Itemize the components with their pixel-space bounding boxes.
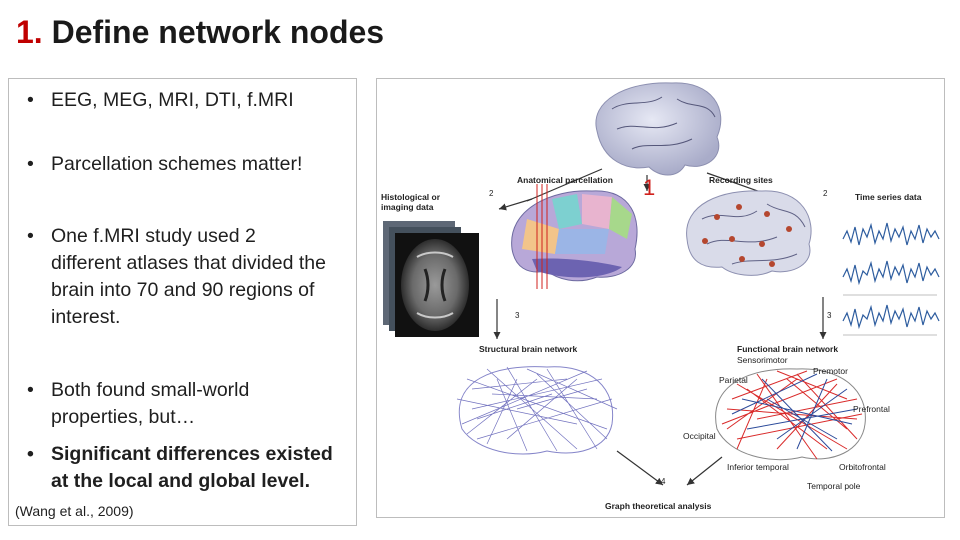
bullet-text: One f.MRI study used 2 different atlases… [51,225,326,328]
slide-title: 1. Define network nodes [16,10,384,54]
bullet-item: • Parcellation schemes matter! [27,151,355,178]
bullet-item: • One f.MRI study used 2 different atlas… [27,223,327,331]
bullet-marker: • [27,225,34,247]
functional-network [715,368,866,461]
region-sensorimotor: Sensorimotor [737,355,788,365]
bullet-text: Both found small-world properties, but… [51,379,250,428]
title-text: Define network nodes [42,14,385,50]
structural-network [456,366,618,455]
region-orbitofrontal: Orbitofrontal [839,462,886,472]
bullet-text: Parcellation schemes matter! [51,153,303,175]
bullet-marker: • [27,89,34,111]
anatomical-parcellation-brain [511,184,638,289]
arrow [526,168,603,202]
brain-network-figure: Histological or imaging data Anatomical … [376,78,945,518]
bullet-marker: • [27,153,34,175]
bullet-item: • Significant differences existed at the… [27,441,355,495]
step-number: 2 [489,189,494,198]
region-inferior-temporal: Inferior temporal [727,462,789,472]
recording-sites-brain [686,190,812,276]
region-prefrontal: Prefrontal [853,404,890,414]
bullet-text-box: • EEG, MEG, MRI, DTI, f.MRI • Parcellati… [8,78,357,526]
time-series-traces [842,219,940,336]
step-number: 2 [823,189,828,198]
label-structural: Structural brain network [479,344,578,354]
title-number: 1. [16,14,43,50]
red-step-marker: 1 [643,175,656,200]
step-number: 3 [515,311,520,320]
top-brain-image [595,82,722,176]
citation: (Wang et al., 2009) [15,503,134,519]
region-temporal-pole: Temporal pole [807,481,861,491]
bullet-text: Significant differences existed at the l… [51,443,333,492]
arrow [498,198,533,211]
bullet-text: EEG, MEG, MRI, DTI, f.MRI [51,89,294,111]
step-number: 3 [827,311,832,320]
label-recording: Recording sites [709,175,773,185]
label-functional: Functional brain network [737,344,839,354]
region-occipital: Occipital [683,431,716,441]
region-parietal: Parietal [719,375,748,385]
bullet-list: • EEG, MEG, MRI, DTI, f.MRI • Parcellati… [9,79,356,525]
mri-slice-stack [383,221,479,337]
region-premotor: Premotor [813,366,848,376]
bullet-item: • EEG, MEG, MRI, DTI, f.MRI [27,87,355,114]
bullet-marker: • [27,379,34,401]
label-anatomical: Anatomical parcellation [517,175,613,185]
step-number: 4 [661,477,666,486]
label-histological: Histological or imaging data [381,192,441,212]
bullet-item: • Both found small-world properties, but… [27,377,317,431]
label-timeseries: Time series data [855,192,922,202]
bullet-marker: • [27,443,34,465]
figure-drawing [383,82,940,486]
label-graph-analysis: Graph theoretical analysis [605,501,712,511]
